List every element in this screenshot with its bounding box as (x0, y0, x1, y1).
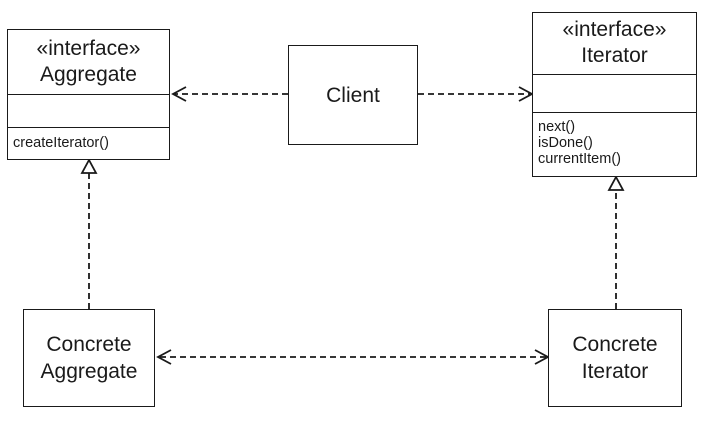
concrete-iterator-box: Concrete Iterator (548, 309, 682, 407)
aggregate-operation: createIterator() (13, 135, 109, 151)
aggregate-interface-box: «interface» Aggregate createIterator() (7, 29, 170, 160)
iterator-interface-box: «interface» Iterator next() isDone() cur… (532, 12, 697, 177)
aggregate-realization-triangle (80, 158, 98, 174)
iterator-operation: currentItem() (538, 151, 621, 167)
client-name: Client (326, 83, 380, 107)
iterator-operation: next() (538, 119, 576, 135)
aggregate-dependency-arrowhead (171, 86, 187, 102)
iterator-header: «interface» Iterator (533, 13, 696, 75)
aggregate-attributes (8, 95, 169, 128)
aggregate-operations: createIterator() (8, 128, 169, 155)
concrete-iterator-label-line1: Concrete (572, 333, 658, 356)
concrete-aggregate-arrowhead (156, 349, 172, 365)
concrete-aggregate-box: Concrete Aggregate (23, 309, 155, 407)
iterator-realization-triangle (607, 175, 625, 191)
aggregate-header: «interface» Aggregate (8, 30, 169, 95)
concrete-iterator-label-line2: Iterator (581, 360, 649, 383)
iterator-name: Iterator (581, 44, 648, 67)
concrete-aggregate-label-line1: Concrete (46, 333, 132, 356)
concrete-aggregate-label-line2: Aggregate (40, 360, 138, 383)
iterator-stereotype: «interface» (562, 18, 667, 41)
aggregate-stereotype: «interface» (36, 37, 141, 60)
aggregate-name: Aggregate (40, 63, 137, 86)
iterator-operations: next() isDone() currentItem() (533, 113, 696, 171)
iterator-operation: isDone() (538, 135, 593, 151)
client-box: Client (288, 45, 418, 145)
iterator-attributes (533, 75, 696, 113)
